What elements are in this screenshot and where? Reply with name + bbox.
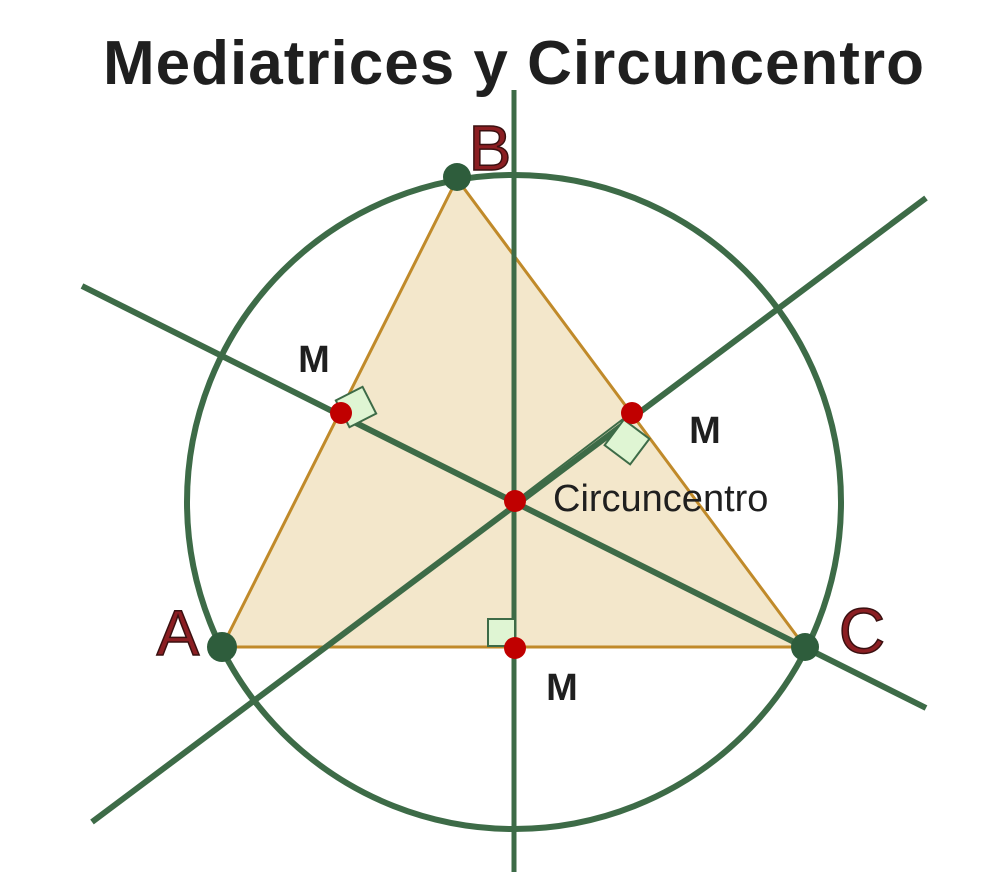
right-angle-marker-bc	[603, 418, 651, 466]
circumcenter-dot	[504, 490, 526, 512]
vertex-label-a: A	[157, 597, 200, 669]
center-to-mid-ab	[340, 412, 515, 503]
vertex-label-c: C	[839, 595, 885, 667]
midpoint-ab-dot	[330, 402, 352, 424]
center-to-mid-bc	[513, 412, 632, 503]
vertex-label-b: B	[469, 112, 512, 184]
midpoint-label-ac: M	[546, 667, 578, 709]
midpoint-bc-dot	[621, 402, 643, 424]
vertex-dot-a	[207, 632, 237, 662]
vertex-dot-b	[443, 163, 471, 191]
midpoint-label-ab: M	[298, 339, 330, 381]
circumcenter-label: Circuncentro	[553, 478, 768, 520]
diagram-title: Mediatrices y Circuncentro	[103, 29, 925, 98]
vertex-dot-c	[791, 633, 819, 661]
midpoint-ac-dot	[504, 637, 526, 659]
midpoint-label-bc: M	[689, 410, 721, 452]
